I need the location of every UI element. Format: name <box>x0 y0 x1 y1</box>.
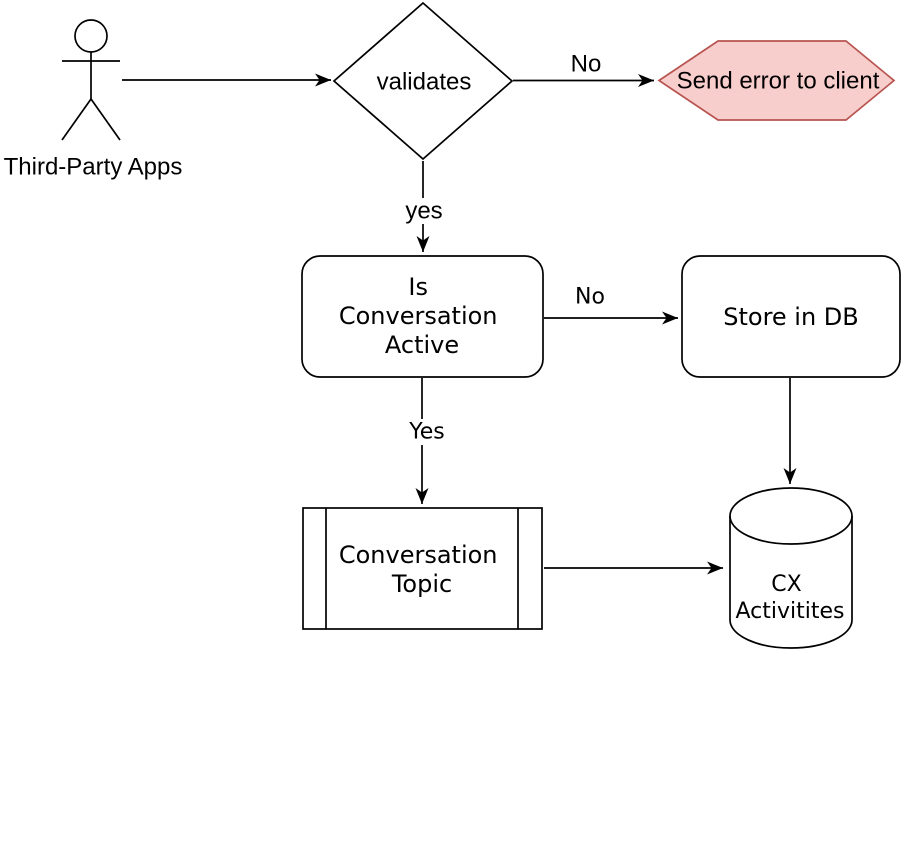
edge-label-active-no: No <box>575 285 605 310</box>
process-store-in-db: Store in DB <box>681 255 901 378</box>
hexagon-shape <box>657 40 896 121</box>
hexagon-send-error-label: Send error to client <box>677 68 880 95</box>
edge-label-bg <box>403 419 451 445</box>
is-conversation-active-line3: Active <box>385 331 459 359</box>
store-in-db-label: Store in DB <box>723 303 859 331</box>
predefined-process-shape <box>302 507 543 630</box>
hexagon-send-error: Send error to client <box>657 40 896 121</box>
cx-activities-label: CX Activitites <box>736 572 845 624</box>
actor-head <box>74 19 108 53</box>
edge-label-active-yes: Yes <box>408 420 445 445</box>
edge-label-validates-no: No <box>571 51 602 78</box>
database-cx-activities: CX Activitites <box>729 487 853 649</box>
actor-label: Third-Party Apps <box>4 154 183 181</box>
predefined-process-conversation-topic: Conversation Topic <box>302 507 543 630</box>
rounded-rect-shape <box>301 255 544 378</box>
rounded-rect-shape <box>681 255 901 378</box>
conversation-topic-label: Conversation Topic <box>339 541 505 598</box>
cylinder-body <box>729 487 853 649</box>
is-conversation-active-label: Is Conversation Active <box>339 273 505 359</box>
conversation-topic-line1: Conversation <box>339 541 498 569</box>
conversation-topic-line2: Topic <box>391 570 452 598</box>
edge-labels-layer: No yes No Yes <box>401 51 605 445</box>
edge-label-validates-yes: yes <box>405 198 442 225</box>
actor-right-leg <box>90 98 121 141</box>
actor-left-leg <box>61 98 92 141</box>
edge-label-bg <box>401 198 445 224</box>
cx-activities-line1: CX <box>771 572 801 597</box>
decision-validates-label: validates <box>377 69 472 96</box>
cylinder-top-rim <box>729 515 853 545</box>
decision-diamond-shape <box>332 1 514 161</box>
is-conversation-active-line2: Conversation <box>339 302 498 330</box>
process-is-conversation-active: Is Conversation Active <box>301 255 544 378</box>
is-conversation-active-line1: Is <box>408 273 428 301</box>
decision-validates: validates <box>332 1 514 161</box>
actor-third-party-apps: Third-Party Apps <box>4 19 183 181</box>
cx-activities-line2: Activitites <box>736 599 845 624</box>
